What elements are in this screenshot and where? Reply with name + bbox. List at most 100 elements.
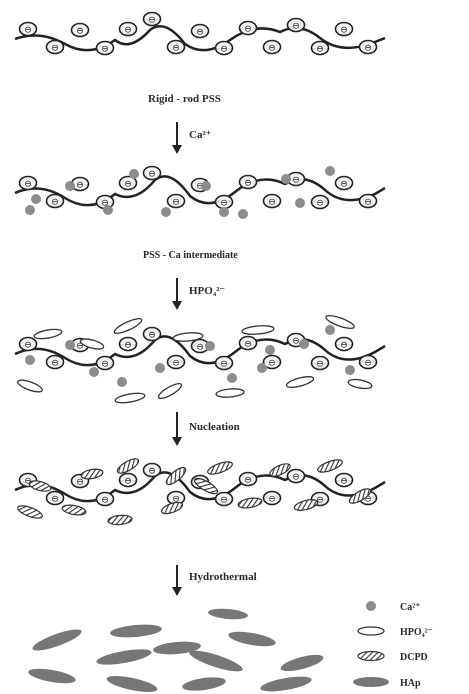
svg-text:⊖: ⊖ <box>220 199 228 209</box>
dcpd-crystal <box>317 459 343 473</box>
legend-item-hap: HAp <box>353 677 421 689</box>
pss-unit: ⊖ <box>118 472 138 488</box>
hpo4-ion <box>285 376 315 388</box>
legend-label-ca: Ca²⁺ <box>400 602 421 613</box>
ca-ion <box>155 363 165 373</box>
pss-unit: ⊖ <box>286 17 306 33</box>
polymer-chain <box>14 471 386 503</box>
hap-crystal <box>260 676 312 692</box>
pss-unit: ⊖ <box>190 23 210 39</box>
svg-text:⊖: ⊖ <box>340 26 348 36</box>
svg-text:⊖: ⊖ <box>268 44 276 54</box>
svg-text:⊖: ⊖ <box>340 180 348 190</box>
legend-label-dcpd: DCPD <box>400 652 428 663</box>
pss-unit: ⊖ <box>310 194 330 210</box>
svg-text:⊖: ⊖ <box>316 360 324 370</box>
svg-text:⊖: ⊖ <box>268 495 276 505</box>
pss-unit: ⊖ <box>118 175 138 191</box>
svg-text:⊖: ⊖ <box>124 180 132 190</box>
hap-crystal <box>208 608 248 620</box>
dcpd-crystal <box>116 458 140 474</box>
dcpd-crystal <box>165 466 187 486</box>
svg-text:⊖: ⊖ <box>124 341 132 351</box>
polymer-chain <box>14 175 386 207</box>
ca-ion <box>25 355 35 365</box>
solid-ellipse-icon <box>353 677 389 687</box>
arrow-head <box>172 587 182 596</box>
pss-unit: ⊖ <box>166 193 186 209</box>
svg-text:⊖: ⊖ <box>76 27 84 37</box>
ca-ion <box>129 169 139 179</box>
ca-ion <box>345 365 355 375</box>
svg-text:⊖: ⊖ <box>292 22 300 32</box>
svg-text:⊖: ⊖ <box>268 198 276 208</box>
svg-text:⊖: ⊖ <box>51 495 59 505</box>
hpo4-ion <box>215 388 245 398</box>
dcpd-crystal <box>237 497 263 509</box>
pss-unit: ⊖ <box>262 354 282 370</box>
filled-circle-icon <box>366 601 376 611</box>
svg-text:⊖: ⊖ <box>148 331 156 341</box>
pss-unit: ⊖ <box>334 21 354 37</box>
ca-ion <box>89 367 99 377</box>
step-label-ca: Ca²⁺ <box>189 129 212 141</box>
step-label-hydrothermal: Hydrothermal <box>189 571 257 583</box>
stage-pss-ca-intermediate: ⊖⊖⊖⊖⊖⊖⊖⊖⊖⊖⊖⊖⊖⊖⊖ PSS - Ca intermediate <box>14 165 386 261</box>
step-hpo4-addition: HPO₄²⁻ <box>172 278 225 310</box>
svg-text:⊖: ⊖ <box>76 342 84 352</box>
svg-text:⊖: ⊖ <box>268 359 276 369</box>
polymer-chain <box>14 25 386 52</box>
hap-crystal <box>28 668 76 684</box>
ca-ion <box>103 205 113 215</box>
ca-ion <box>161 207 171 217</box>
svg-text:⊖: ⊖ <box>340 477 348 487</box>
pss-unit: ⊖ <box>18 175 38 191</box>
ca-ion <box>265 345 275 355</box>
legend: Ca²⁺ HPO₄²⁻ DCPD HAp <box>353 601 433 689</box>
pss-unit: ⊖ <box>142 462 162 478</box>
ca-ion <box>325 166 335 176</box>
dcpd-crystal <box>107 514 133 526</box>
hollow-ellipse-icon <box>357 626 385 636</box>
svg-text:⊖: ⊖ <box>24 341 32 351</box>
hpo4-ion <box>17 379 43 393</box>
hpo4-ion <box>347 378 373 390</box>
svg-text:⊖: ⊖ <box>101 45 109 55</box>
svg-text:⊖: ⊖ <box>364 44 372 54</box>
hap-crystal <box>189 650 243 672</box>
svg-text:⊖: ⊖ <box>101 360 109 370</box>
pss-unit: ⊖ <box>286 468 306 484</box>
pss-unit: ⊖ <box>142 165 162 181</box>
hpo4-ion <box>114 392 146 404</box>
dcpd-crystal <box>207 461 233 475</box>
svg-text:⊖: ⊖ <box>124 26 132 36</box>
svg-text:⊖: ⊖ <box>196 28 204 38</box>
step-ca-addition: Ca²⁺ <box>172 122 212 154</box>
step-nucleation: Nucleation <box>172 412 240 446</box>
dcpd-crystal <box>193 477 219 495</box>
ca-ion <box>65 181 75 191</box>
dcpd-crystals <box>17 458 372 526</box>
polymer-chain <box>14 335 386 367</box>
pss-unit: ⊖ <box>95 355 115 371</box>
ca-ion <box>227 373 237 383</box>
svg-text:⊖: ⊖ <box>24 26 32 36</box>
dcpd-crystal <box>28 480 52 492</box>
ca-ion <box>201 181 211 191</box>
pss-unit: ⊖ <box>18 21 38 37</box>
svg-text:⊖: ⊖ <box>244 25 252 35</box>
svg-text:⊖: ⊖ <box>364 359 372 369</box>
stage-ca-and-phosphate: ⊖⊖⊖⊖⊖⊖⊖⊖⊖⊖⊖⊖⊖⊖⊖ <box>14 314 386 404</box>
legend-item-hpo4: HPO₄²⁻ <box>357 626 433 638</box>
hap-crystal <box>228 631 276 647</box>
arrow-head <box>172 437 182 446</box>
pss-unit: ⊖ <box>45 490 65 506</box>
hap-crystal <box>110 624 162 638</box>
svg-text:⊖: ⊖ <box>172 44 180 54</box>
caption-rigid-rod-pss: Rigid - rod PSS <box>148 93 221 105</box>
dcpd-crystal <box>61 504 87 516</box>
pss-unit: ⊖ <box>214 355 234 371</box>
svg-text:⊖: ⊖ <box>244 179 252 189</box>
step-label-nucleation: Nucleation <box>189 421 240 433</box>
pss-unit: ⊖ <box>118 336 138 352</box>
